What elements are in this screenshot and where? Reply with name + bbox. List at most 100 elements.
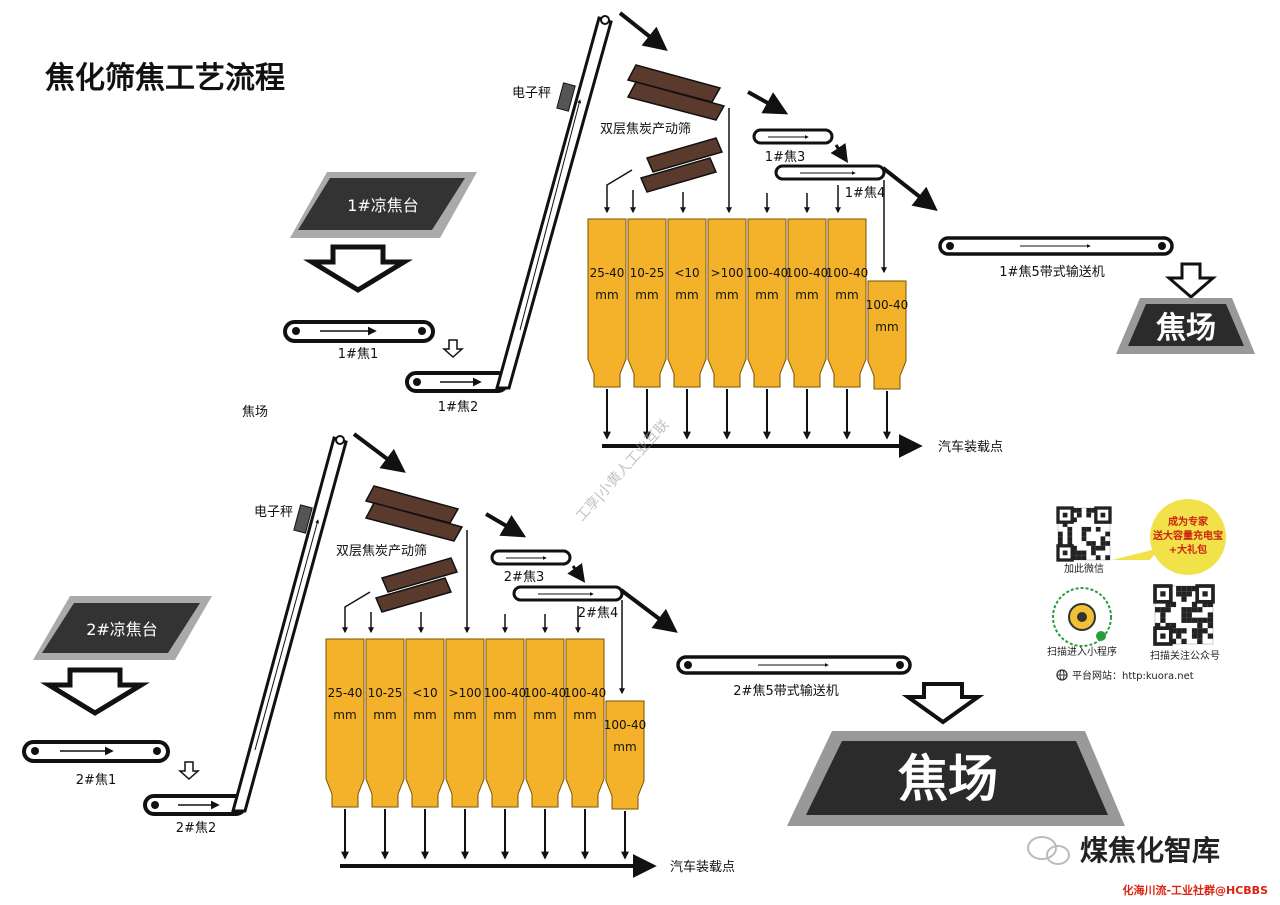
brand-name: 煤焦化智库	[1080, 834, 1220, 867]
screen-2-lower	[374, 557, 459, 613]
belt-2-4-label: 2#焦4	[578, 606, 618, 621]
belt-2-5-label: 2#焦5带式输送机	[733, 683, 838, 699]
bin-5: 100-40 mm	[484, 638, 527, 860]
scale-1	[556, 82, 576, 112]
bin-body	[445, 638, 485, 808]
bin-unit-label: mm	[675, 288, 698, 302]
platform-2	[42, 603, 200, 653]
bin-unit-label: mm	[493, 708, 516, 722]
small-arrow-2	[178, 761, 200, 781]
bin-size-label: 10-25	[630, 266, 665, 280]
screen-1-lower	[639, 137, 724, 193]
bin-body	[867, 280, 907, 390]
miniprogram-label: 扫描进入小程序	[1047, 645, 1117, 658]
bin-body	[485, 638, 525, 808]
incline-conveyor-1	[495, 16, 613, 390]
yard-1	[1128, 304, 1244, 346]
yard-2-label: 焦场	[898, 750, 998, 808]
page-title: 焦化筛焦工艺流程	[45, 61, 285, 96]
bin-7: 100-40 mm	[826, 218, 869, 440]
bins-1: 25-40mm10-25mm<10mm>100mm100-40mm100-40m…	[587, 218, 909, 440]
bin-unit-label: mm	[413, 708, 436, 722]
badge-line-1: 成为专家	[1168, 515, 1209, 528]
bin-body	[605, 700, 645, 810]
bin-body	[365, 638, 405, 808]
line-2: 2#凉焦台 2#焦1 2#焦2 电子秤 双层焦炭产动筛 2#焦3	[22, 432, 1125, 878]
bin-size-label: 100-40	[604, 718, 647, 732]
official-account-qr-icon[interactable]	[1153, 584, 1215, 646]
belt-2-3-label: 2#焦3	[504, 570, 544, 585]
website-link[interactable]: 平台网站：http:kuora.net	[1072, 669, 1194, 682]
bin-unit-label: mm	[595, 288, 618, 302]
bin-body	[667, 218, 707, 388]
screen-1-label: 双层焦炭产动筛	[600, 122, 691, 137]
yard-1-label: 焦场	[1156, 311, 1216, 346]
belt-1-4-label: 1#焦4	[845, 186, 885, 201]
bin-unit-label: mm	[715, 288, 738, 302]
belt-2-2-label: 2#焦2	[176, 821, 216, 836]
platform-1-label: 1#凉焦台	[347, 196, 419, 215]
bin-body	[525, 638, 565, 808]
bin-unit-label: mm	[635, 288, 658, 302]
bin-unit-label: mm	[755, 288, 778, 302]
wechat-label: 加此微信	[1064, 562, 1104, 575]
bin-size-label: 25-40	[590, 266, 625, 280]
screen-2-upper	[364, 485, 464, 542]
bin-unit-label: mm	[573, 708, 596, 722]
platform-2-label: 2#凉焦台	[86, 620, 158, 639]
bin-unit-label: mm	[533, 708, 556, 722]
badge-line-3: +大礼包	[1169, 543, 1207, 556]
yard-1-arrow	[1164, 262, 1218, 299]
bin-1: 25-40 mm	[587, 218, 627, 440]
bin-body	[405, 638, 445, 808]
line-1: 1#凉焦台 1#焦1 1#焦2 电子秤 双层焦炭产动筛	[283, 11, 1255, 458]
bin-unit-label: mm	[835, 288, 858, 302]
bin-unit-label: mm	[373, 708, 396, 722]
miniprogram-code-icon[interactable]	[1052, 587, 1112, 647]
bin-size-label: 10-25	[368, 686, 403, 700]
bins-2: 25-40mm10-25mm<10mm>100mm100-40mm100-40m…	[325, 638, 647, 860]
bin-6: 100-40 mm	[524, 638, 567, 860]
footer-text: 化海川流-工业社群@HCBBS	[1122, 883, 1268, 897]
bin-size-label: >100	[711, 266, 744, 280]
bin-size-label: 100-40	[484, 686, 527, 700]
bin-3: <10 mm	[667, 218, 707, 440]
watermark: 工享|小黄人工业互联	[572, 416, 672, 525]
bin-7: 100-40 mm	[564, 638, 607, 860]
bin-size-label: 100-40	[866, 298, 909, 312]
belt-1-5-label: 1#焦5带式输送机	[999, 264, 1104, 280]
wechat-qr-icon[interactable]	[1056, 506, 1112, 562]
scale-1-label: 电子秤	[512, 86, 551, 101]
bin-unit-label: mm	[333, 708, 356, 722]
bin-size-label: <10	[674, 266, 699, 280]
brand: 煤焦化智库	[1027, 834, 1220, 867]
bin-2: 10-25 mm	[627, 218, 667, 440]
bin-size-label: 100-40	[826, 266, 869, 280]
bin-size-label: 100-40	[564, 686, 607, 700]
bin-body	[587, 218, 627, 388]
bin-body	[827, 218, 867, 388]
globe-icon	[1056, 669, 1068, 681]
down-arrow-2	[40, 667, 150, 716]
badge-pointer	[1112, 548, 1160, 560]
promo-badge[interactable]	[1150, 499, 1226, 575]
scale-2	[293, 504, 313, 534]
bin-size-label: 100-40	[524, 686, 567, 700]
bin-size-label: 100-40	[786, 266, 829, 280]
screen-1-upper	[626, 64, 726, 121]
bin-body	[707, 218, 747, 388]
bin-6: 100-40 mm	[786, 218, 829, 440]
screen-2-label: 双层焦炭产动筛	[336, 544, 427, 559]
bin-4: >100 mm	[707, 218, 747, 440]
belt-1-1-label: 1#焦1	[338, 347, 378, 362]
scale-2-label: 电子秤	[254, 505, 293, 520]
bin-size-label: >100	[449, 686, 482, 700]
down-arrow-1	[303, 244, 413, 293]
bin-unit-label: mm	[795, 288, 818, 302]
